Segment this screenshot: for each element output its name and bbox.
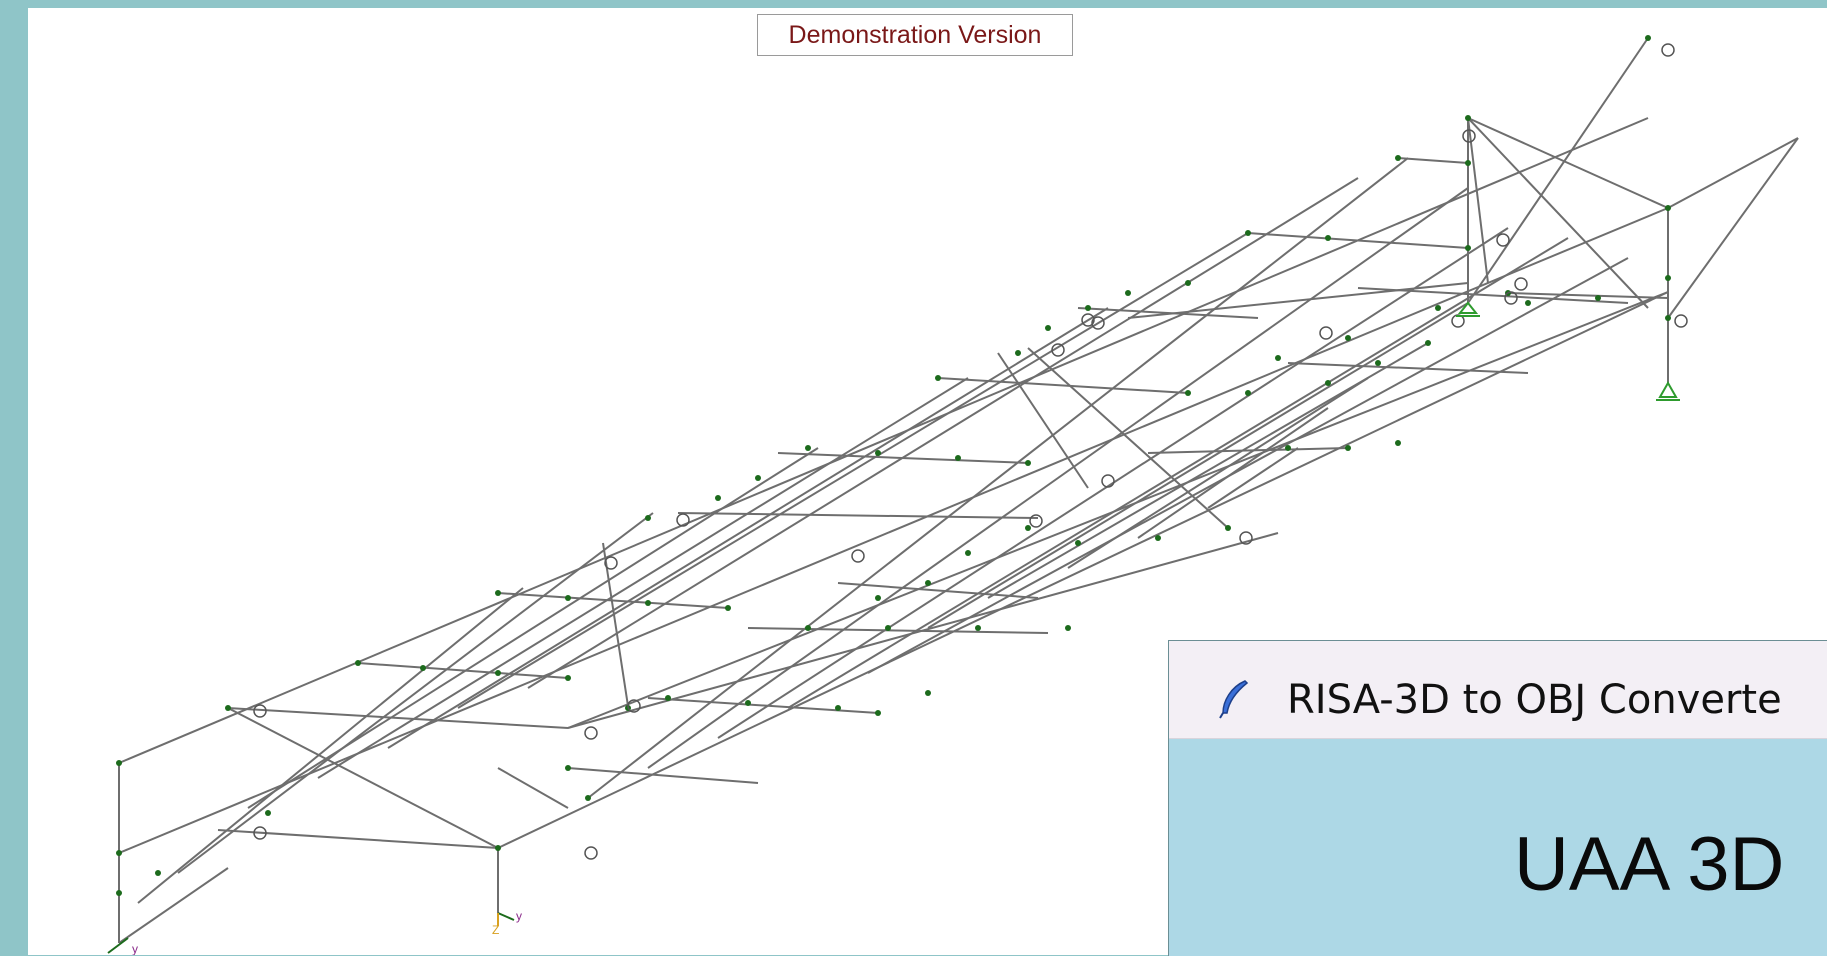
dialog-titlebar[interactable]: RISA-3D to OBJ Converte <box>1169 641 1827 739</box>
axis-z-label: Z <box>492 923 499 937</box>
structure-model: y y Z <box>107 35 1799 955</box>
dialog-heading: UAA 3D <box>1514 822 1785 907</box>
release-markers <box>253 43 1688 860</box>
axis-y-label-2: y <box>516 909 522 923</box>
members <box>118 37 1799 944</box>
feather-icon <box>1219 680 1249 719</box>
axis-triad-icon <box>107 912 515 954</box>
dialog-title: RISA-3D to OBJ Converte <box>1287 677 1782 723</box>
converter-dialog[interactable]: RISA-3D to OBJ Converte UAA 3D <box>1168 640 1827 956</box>
demonstration-banner: Demonstration Version <box>757 14 1073 56</box>
support-pin-icon <box>1456 301 1680 401</box>
axis-y-label: y <box>132 942 138 955</box>
model-viewport[interactable]: y y Z <box>28 8 1827 955</box>
